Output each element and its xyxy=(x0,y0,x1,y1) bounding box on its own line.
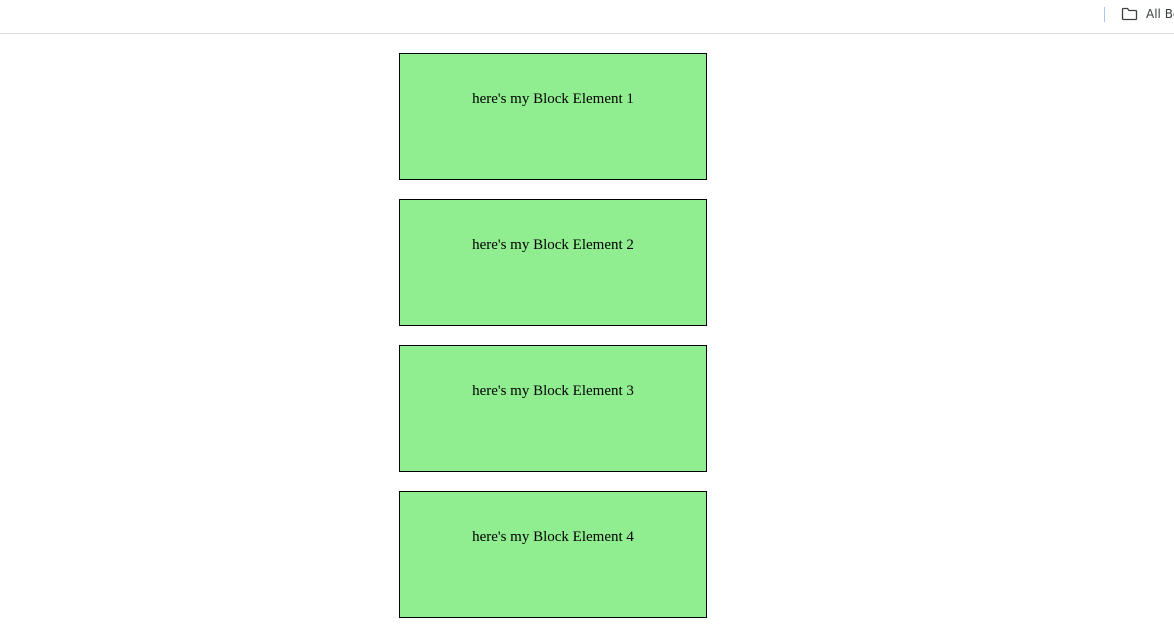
block-element-1-text: here's my Block Element 1 xyxy=(472,91,634,107)
bookmarks-separator xyxy=(1104,7,1105,22)
bookmarks-bar: All Bookmarks xyxy=(0,0,1174,34)
block-element-1: here's my Block Element 1 xyxy=(399,53,707,180)
all-bookmarks-button[interactable]: All Bookmarks xyxy=(1121,5,1174,23)
block-element-4-text: here's my Block Element 4 xyxy=(472,529,634,545)
block-element-4: here's my Block Element 4 xyxy=(399,491,707,618)
folder-icon xyxy=(1121,7,1138,21)
block-element-3: here's my Block Element 3 xyxy=(399,345,707,472)
all-bookmarks-label: All Bookmarks xyxy=(1146,7,1174,21)
page-content: here's my Block Element 1 here's my Bloc… xyxy=(0,35,1174,632)
block-element-2-text: here's my Block Element 2 xyxy=(472,237,634,253)
block-element-3-text: here's my Block Element 3 xyxy=(472,383,634,399)
block-element-2: here's my Block Element 2 xyxy=(399,199,707,326)
